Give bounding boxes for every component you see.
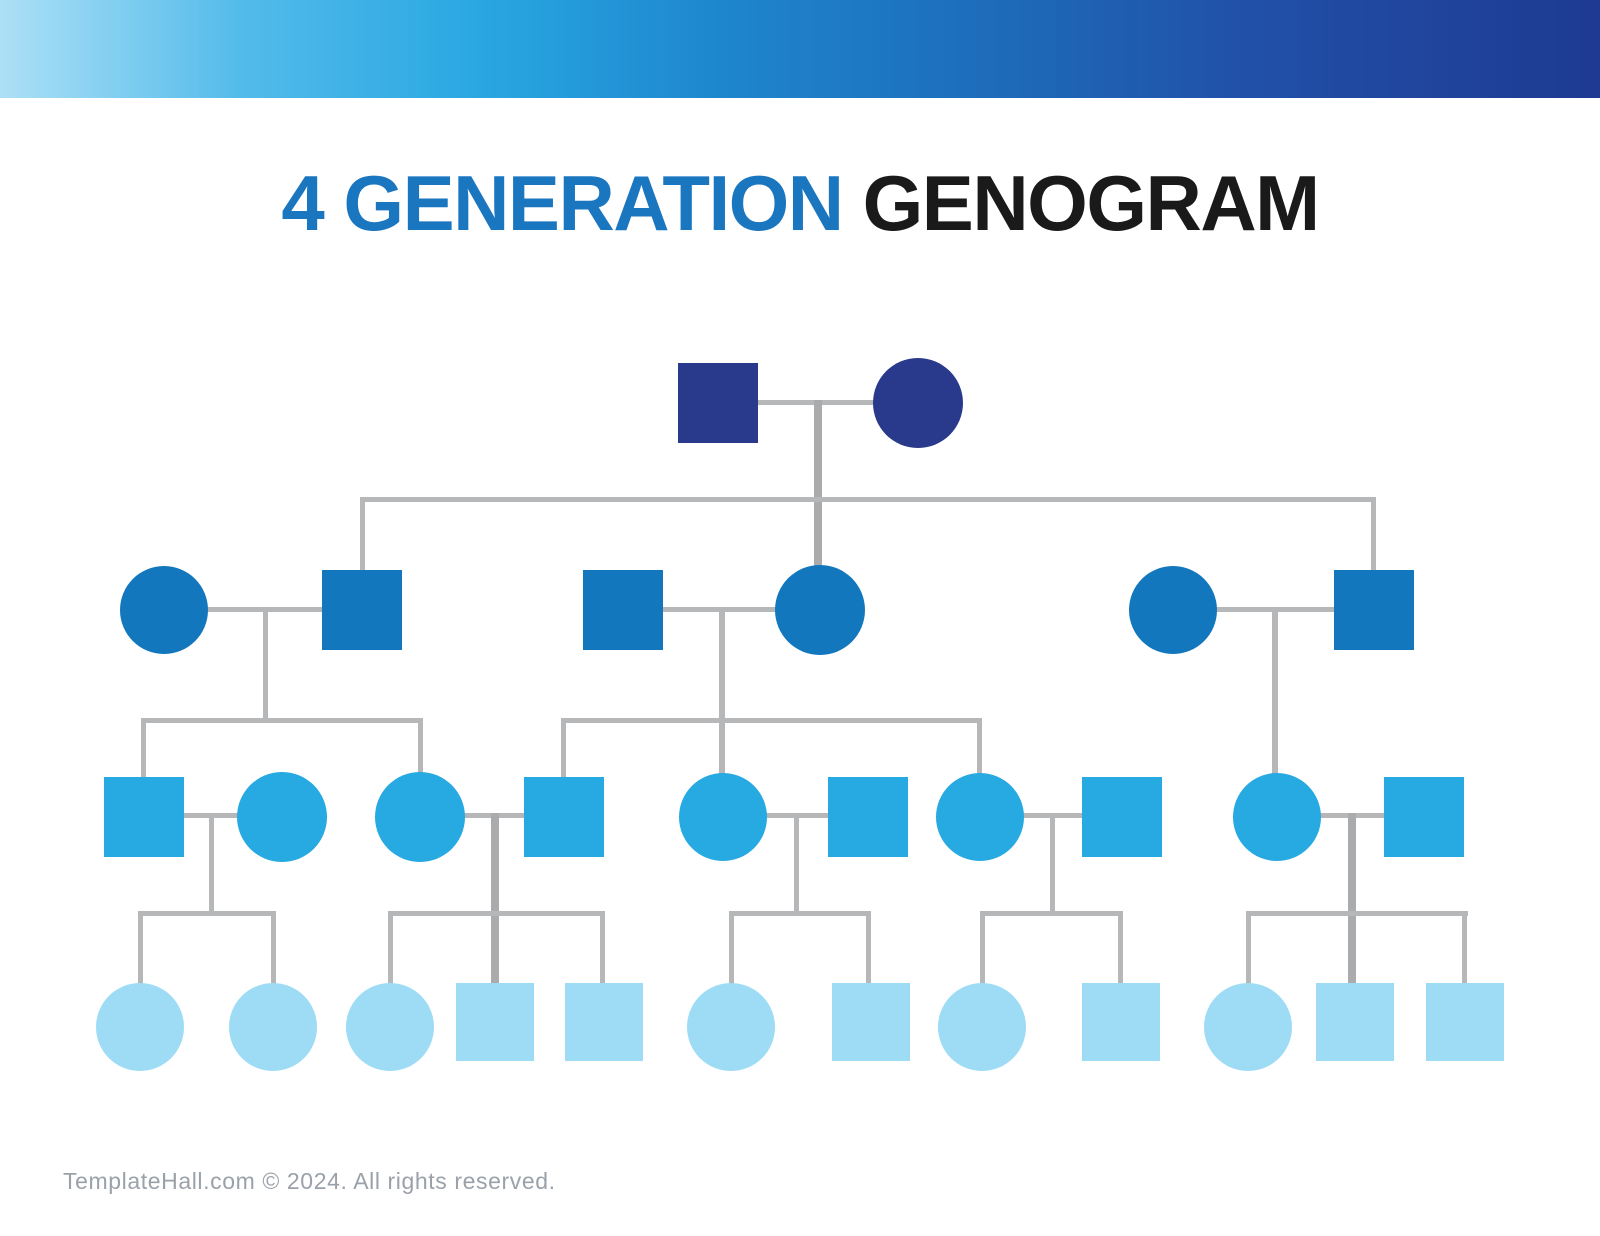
person-gen2-female [1129,566,1217,654]
connector-line [866,911,871,987]
connector-line [1118,911,1123,987]
connector-line [1371,497,1376,575]
connector-line [600,911,605,987]
connector-line [729,911,871,916]
person-gen3-female [237,772,327,862]
person-gen4-male [1426,983,1504,1061]
connector-line [561,718,980,723]
person-gen3-male [104,777,184,857]
person-gen2-male [583,570,663,650]
person-gen4-male [456,983,534,1061]
person-gen4-male [832,983,910,1061]
person-gen3-female [679,773,767,861]
person-gen4-female [346,983,434,1071]
person-gen3-male [828,777,908,857]
person-gen2-male [1334,570,1414,650]
person-gen4-female [229,983,317,1071]
person-gen3-male [1082,777,1162,857]
connector-line [418,718,423,776]
footer-credit: TemplateHall.com © 2024. All rights rese… [63,1168,556,1194]
connector-line [1246,911,1468,916]
person-gen4-female [938,983,1026,1071]
connector-line [1050,813,1055,915]
connector-line [141,718,146,780]
connector-line [141,718,423,723]
connector-line [1246,911,1251,987]
connector-line [561,718,566,780]
connector-line [1462,911,1467,987]
person-gen4-female [1204,983,1292,1071]
connector-line [719,608,725,778]
connector-line [138,911,143,987]
connector-line [1272,608,1278,778]
connector-line [980,911,1123,916]
page-title-rest: GENOGRAM [862,159,1321,247]
person-gen2-female [120,566,208,654]
page-title-accent: 4 GENERATION [281,159,844,247]
person-gen3-female [375,772,465,862]
connector-line [814,400,822,570]
person-gen1-female [873,358,963,448]
person-gen3-female [1233,773,1321,861]
person-gen4-male [1316,983,1394,1061]
person-gen1-male [678,363,758,443]
connector-line [980,911,985,987]
connector-line [263,608,268,722]
connector-line [729,911,734,987]
connector-line [977,718,982,776]
connector-line [138,911,276,916]
connector-line [1348,813,1356,988]
connector-line [388,911,393,987]
person-gen3-male [524,777,604,857]
connector-line [209,813,214,915]
connector-line [271,911,276,987]
header-gradient-bar [0,0,1600,98]
person-gen3-male [1384,777,1464,857]
person-gen4-female [687,983,775,1071]
person-gen4-female [96,983,184,1071]
person-gen4-male [1082,983,1160,1061]
connector-line [388,911,605,916]
person-gen2-female [775,565,865,655]
person-gen4-male [565,983,643,1061]
connector-line [360,497,365,575]
person-gen3-female [936,773,1024,861]
connector-line [794,813,799,915]
connector-line [360,497,1376,502]
connector-line [491,813,499,988]
person-gen2-male [322,570,402,650]
